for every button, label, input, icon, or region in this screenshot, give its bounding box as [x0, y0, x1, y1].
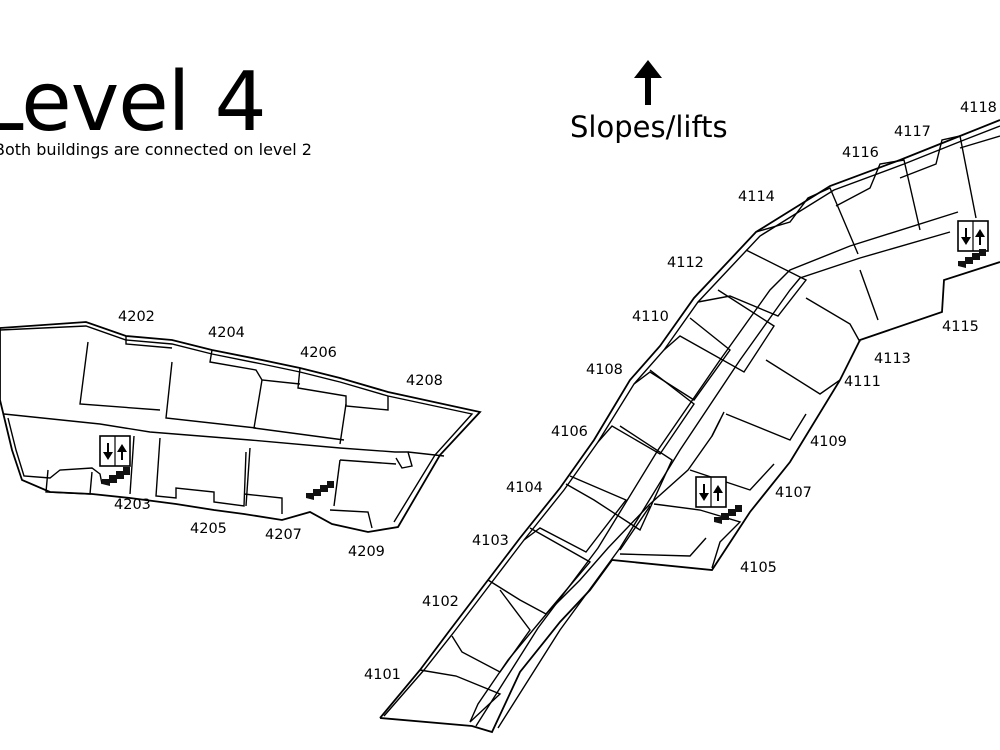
room-label: 4107	[775, 485, 812, 501]
room-label: 4113	[874, 351, 911, 367]
room-label: 4103	[472, 533, 509, 549]
room-label: 4101	[364, 667, 401, 683]
stairs-icon	[714, 505, 742, 524]
elevator-icon	[957, 220, 989, 252]
building-4200	[0, 321, 482, 533]
room-labels: 4202 4204 4206 4208 4203 4205 4207 4209 …	[114, 100, 997, 683]
stairs-icon	[958, 249, 986, 268]
room-label: 4111	[844, 374, 881, 390]
stairs-icon	[306, 481, 334, 500]
corridor-wall	[497, 231, 951, 729]
room-label: 4209	[348, 544, 385, 560]
room-label: 4202	[118, 309, 155, 325]
room-label: 4208	[406, 373, 443, 389]
arrow-up-icon	[634, 60, 662, 105]
room-label: 4203	[114, 497, 151, 513]
stairs-icon	[102, 467, 130, 486]
room-label: 4117	[894, 124, 931, 140]
map-subtitle: Both buildings are connected on level 2	[0, 140, 312, 159]
room-label: 4206	[300, 345, 337, 361]
room-label: 4118	[960, 100, 997, 116]
room-label: 4207	[265, 527, 302, 543]
slopes-lifts-label: Slopes/lifts	[570, 110, 728, 144]
room-label: 4112	[667, 255, 704, 271]
elevator-icon	[99, 435, 131, 467]
room-label: 4205	[190, 521, 227, 537]
building-4100-outline	[379, 261, 1000, 734]
building-4100	[379, 119, 1000, 734]
room-label: 4109	[810, 434, 847, 450]
room-label: 4106	[551, 424, 588, 440]
building-4200-outline	[0, 321, 482, 533]
room-label: 4110	[632, 309, 669, 325]
room-label: 4102	[422, 594, 459, 610]
room-label: 4114	[738, 189, 775, 205]
corridor-wall	[3, 413, 413, 469]
room-label: 4204	[208, 325, 245, 341]
room-label: 4115	[942, 319, 979, 335]
map-title: Level 4	[0, 55, 267, 150]
elevator-icon	[695, 476, 727, 508]
room-label: 4104	[506, 480, 543, 496]
room-label: 4108	[586, 362, 623, 378]
room-label: 4105	[740, 560, 777, 576]
room-label: 4116	[842, 145, 879, 161]
